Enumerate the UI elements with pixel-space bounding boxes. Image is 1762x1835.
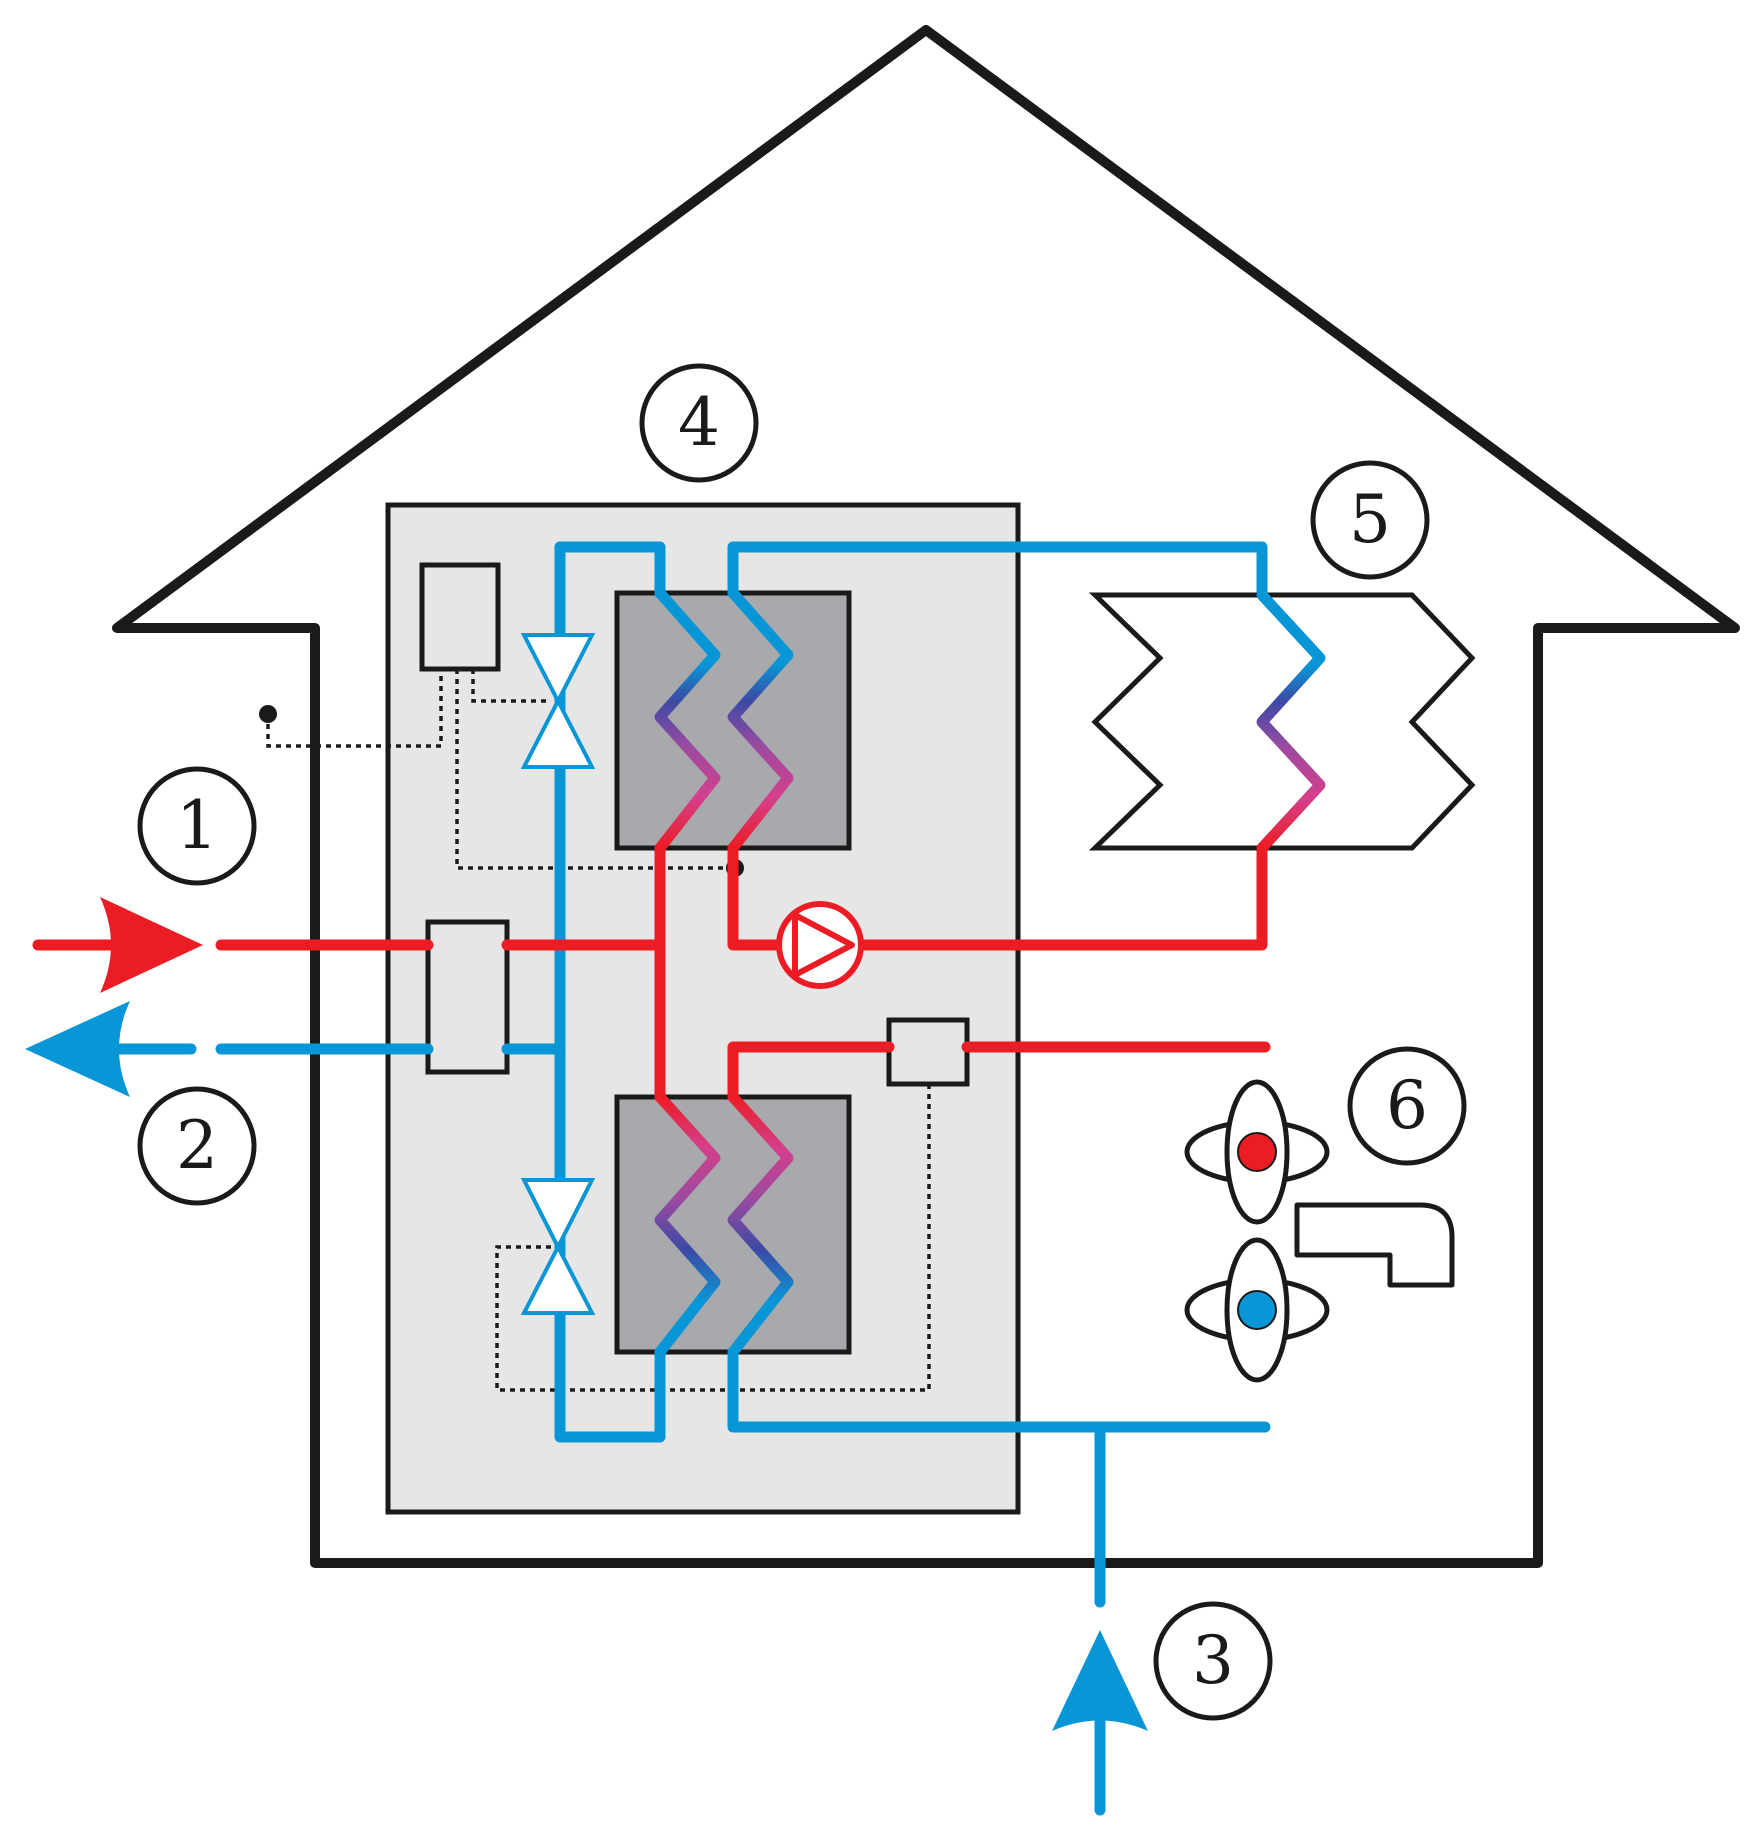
supply-arrow-icon: [100, 897, 203, 993]
cold-water-arrow-icon: [1052, 1630, 1148, 1731]
return-arrow-icon: [25, 1001, 130, 1097]
hot-pipes: [32, 839, 1271, 1103]
cold-pipes: [32, 541, 1271, 1816]
energy-meter-box: [425, 919, 510, 1075]
coils-heating-exchanger: [654, 587, 794, 854]
radiator-icon: [1088, 589, 1476, 854]
control-valve-hot-water-icon: [520, 1178, 596, 1315]
controller-box: [419, 562, 501, 672]
svg-text:5: 5: [1349, 481, 1391, 558]
label-6: 6: [1347, 1046, 1467, 1166]
svg-text:2: 2: [176, 1107, 218, 1184]
svg-text:4: 4: [678, 384, 720, 461]
svg-text:1: 1: [176, 787, 218, 864]
cold-water-tap-icon: [1184, 1237, 1330, 1383]
svg-text:6: 6: [1386, 1067, 1428, 1144]
thermostat-box: [886, 1017, 970, 1087]
label-5: 5: [1310, 460, 1430, 580]
outdoor-sensor-icon: [259, 705, 277, 723]
control-valve-heating-icon: [520, 633, 596, 769]
circulation-pump-icon: [776, 901, 864, 989]
hot-water-tap-icon: [1184, 1079, 1330, 1225]
label-1: 1: [137, 766, 257, 886]
coils-hot-water-exchanger: [654, 1091, 794, 1358]
label-2: 2: [137, 1086, 257, 1206]
faucet-spout-icon: [1294, 1202, 1455, 1288]
svg-text:3: 3: [1192, 1622, 1234, 1699]
label-4: 4: [639, 363, 759, 483]
label-3: 3: [1153, 1601, 1273, 1721]
control-signal-lines: [266, 669, 931, 1392]
